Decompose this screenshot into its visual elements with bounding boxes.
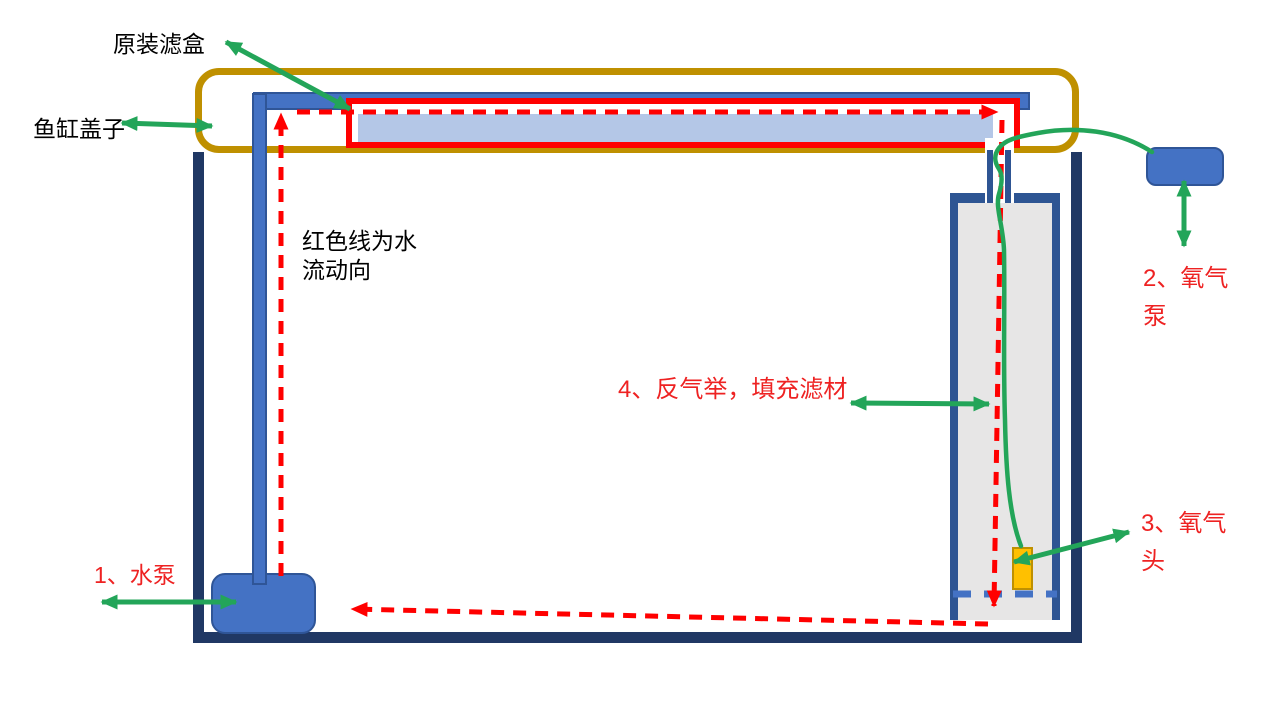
label-oxygen-pump: 2、氧气泵 — [1143, 265, 1229, 330]
label-flow-note: 红色线为水流动向 — [302, 228, 417, 283]
riser-pipe — [252, 93, 267, 585]
down-channel-wall-right — [1005, 150, 1011, 203]
air-lift-column — [950, 193, 1060, 620]
tank-lid-frame — [195, 68, 1079, 153]
label-air-stone: 3、氧气头 — [1141, 510, 1227, 575]
label-filter-box: 原装滤盒 — [113, 31, 205, 57]
label-water-pump: 1、水泵 — [94, 562, 176, 588]
oxygen-pump — [1146, 147, 1224, 186]
down-channel-wall-left — [987, 150, 993, 203]
filter-media — [358, 114, 993, 142]
label-air-lift: 4、反气举，填充滤材 — [618, 376, 848, 403]
air-stone — [1012, 547, 1033, 590]
label-tank-lid: 鱼缸盖子 — [33, 116, 125, 142]
